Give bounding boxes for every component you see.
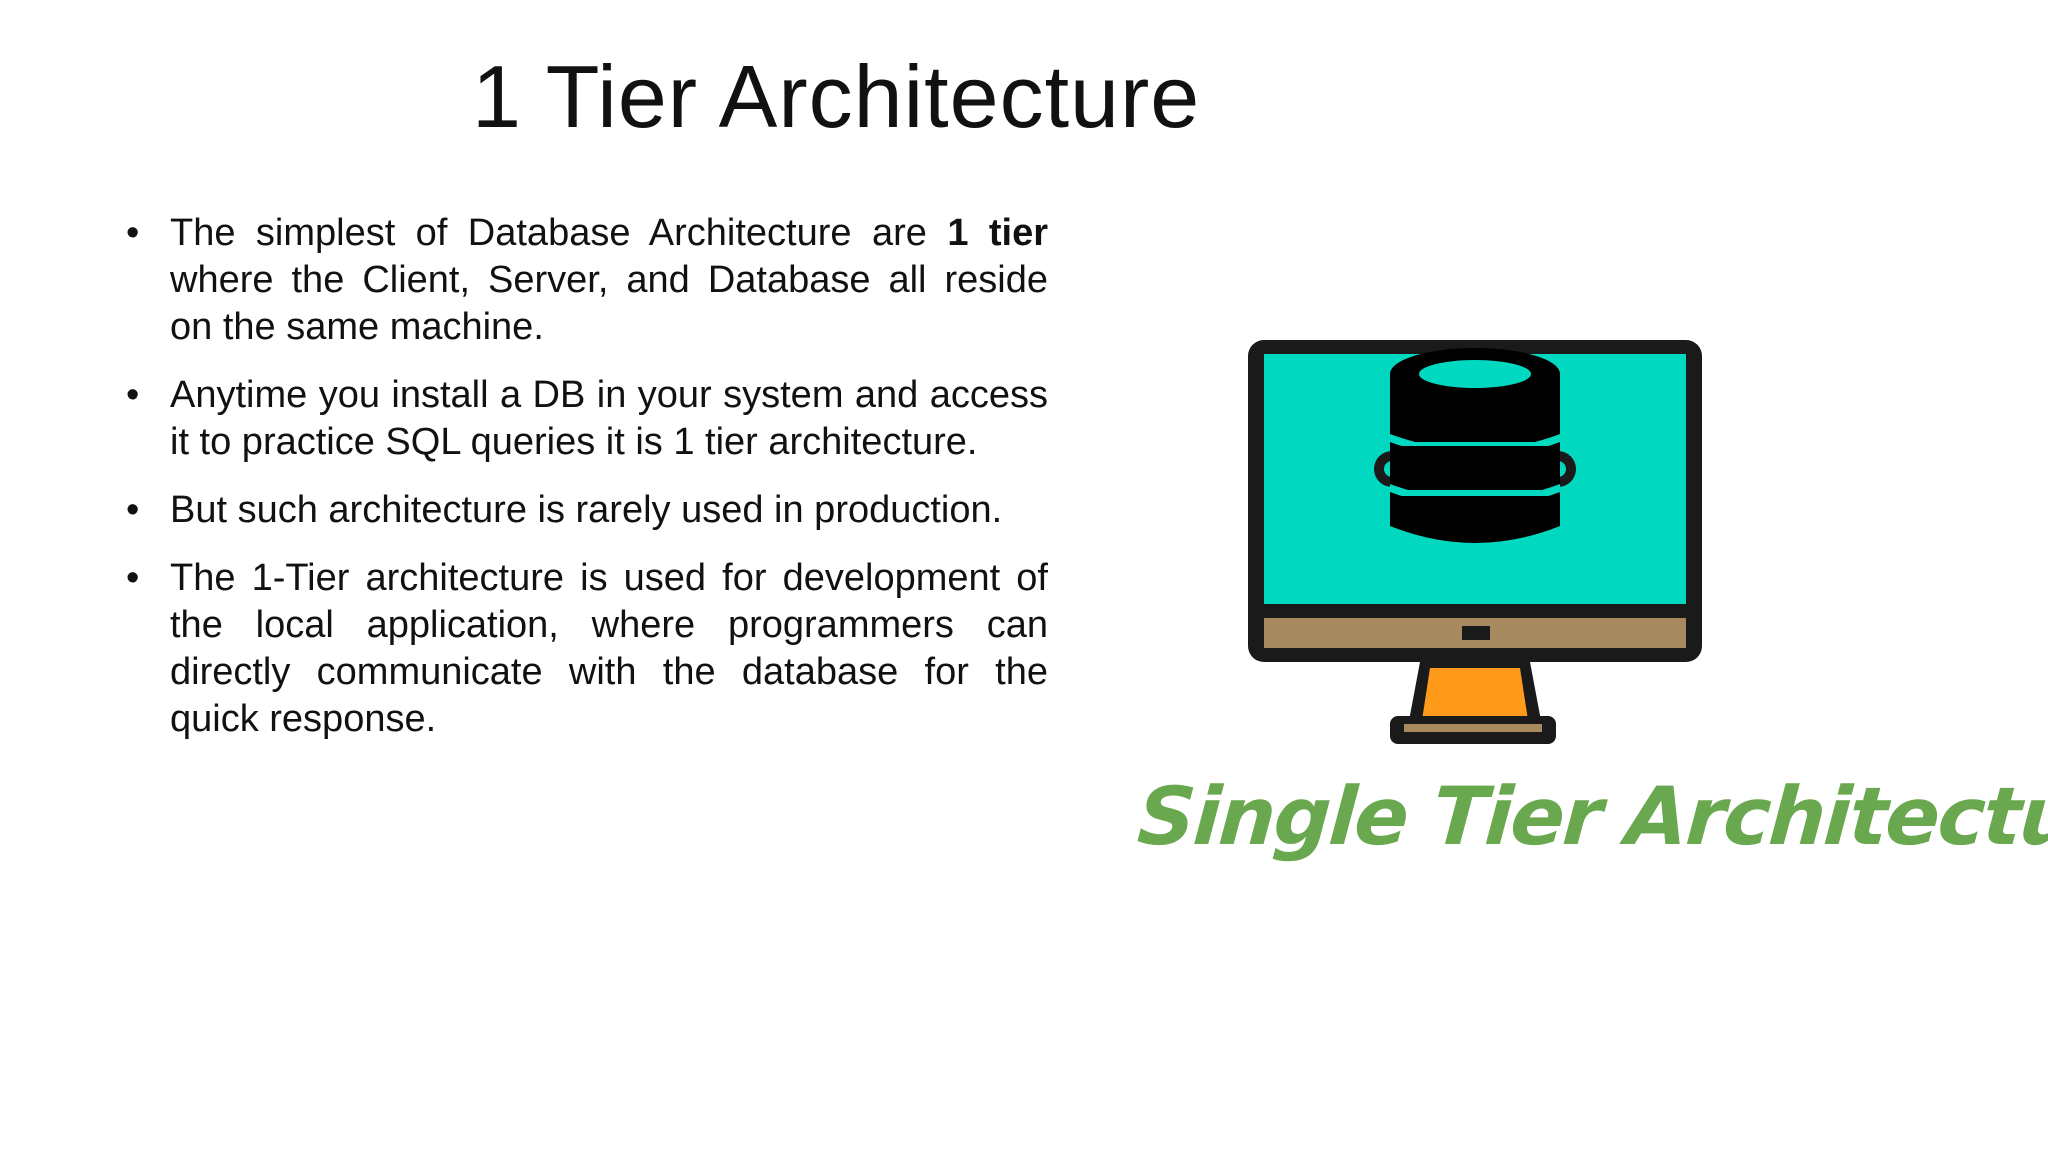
database-icon (1374, 348, 1576, 543)
bullet-marker: • (126, 374, 140, 416)
bullet-item-2: • Anytime you install a DB in your syste… (126, 372, 1048, 466)
bullet-text: The 1-Tier architecture is used for deve… (170, 557, 1048, 740)
bullet-marker: • (126, 557, 140, 599)
bullet-marker: • (126, 212, 140, 254)
bullet-item-4: • The 1-Tier architecture is used for de… (126, 555, 1048, 743)
bullet-text: Anytime you install a DB in your system … (170, 374, 1048, 463)
bullet-text-after: where the Client, Server, and Database a… (170, 259, 1048, 348)
bullet-text-before: The simplest of Database Architecture ar… (170, 212, 948, 254)
bullet-text: But such architecture is rarely used in … (170, 489, 1003, 531)
bullet-text-bold: 1 tier (947, 212, 1049, 254)
bullet-item-3: • But such architecture is rarely used i… (126, 487, 1048, 534)
monitor-database-icon (1248, 340, 1702, 744)
bullet-marker: • (126, 489, 140, 531)
monitor-base-stripe (1404, 724, 1542, 732)
illustration-caption: Single Tier Architecture (1134, 770, 2048, 863)
slide-title: 1 Tier Architecture (472, 47, 1201, 146)
monitor-button (1462, 626, 1490, 640)
bullet-item-1: • The simplest of Database Architecture … (126, 210, 1048, 351)
monitor-stand (1422, 668, 1528, 720)
bullet-list: • The simplest of Database Architecture … (126, 210, 1048, 764)
